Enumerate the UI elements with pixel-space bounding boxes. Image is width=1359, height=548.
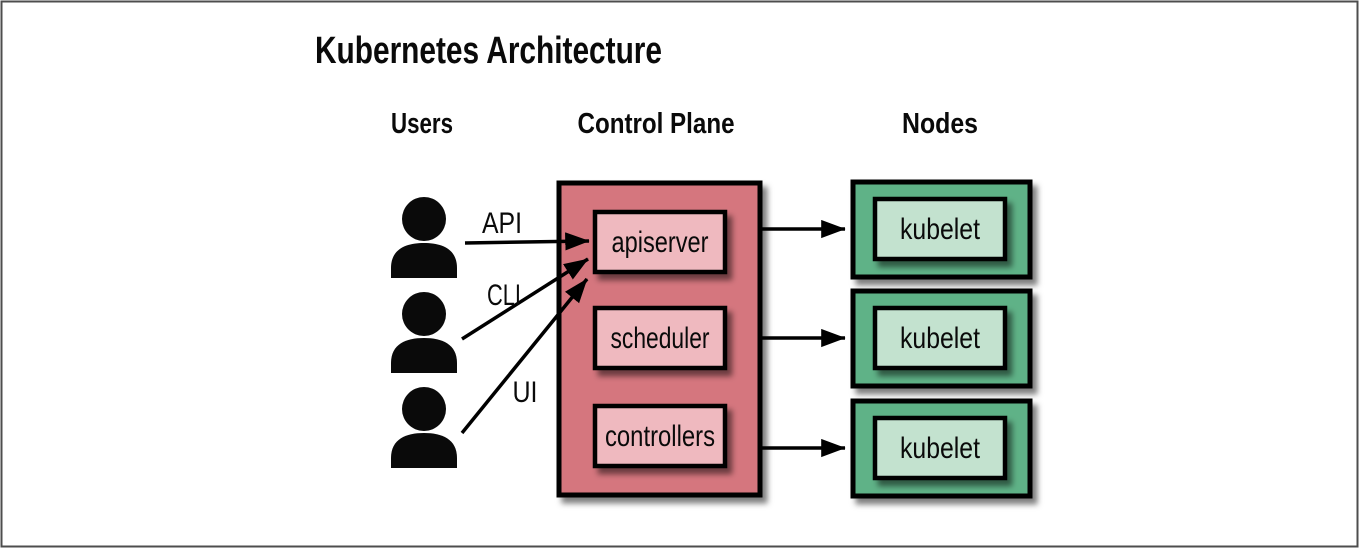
- user-head-icon: [402, 197, 446, 241]
- controllers-label: controllers: [605, 420, 715, 453]
- user-icon-3: [391, 387, 457, 468]
- user-body-icon: [391, 338, 457, 373]
- column-header-users: Users: [391, 108, 453, 140]
- diagram-title: Kubernetes Architecture: [315, 30, 662, 72]
- ui-arrow-line: [460, 277, 589, 435]
- apiserver-label: apiserver: [612, 226, 709, 259]
- user-icon-2: [391, 292, 457, 373]
- api-arrow-label: API: [482, 207, 522, 240]
- kubelet-label-3: kubelet: [900, 432, 981, 465]
- column-header-control-plane: Control Plane: [578, 108, 735, 140]
- controllers-box: [592, 403, 728, 469]
- user-head-icon: [402, 292, 446, 336]
- user-body-icon: [391, 433, 457, 468]
- user-body-icon: [391, 243, 457, 278]
- kubelet-box-2: [872, 305, 1008, 371]
- controllers-component: controllers: [592, 403, 728, 469]
- cli-arrow-label: CLI: [487, 279, 521, 312]
- ui-arrow-label: UI: [513, 376, 538, 409]
- user-icon-1: [391, 197, 457, 278]
- kubelet-box-3: [872, 415, 1008, 481]
- cli-arrow: CLI: [461, 257, 589, 341]
- kubelet-label-1: kubelet: [900, 213, 981, 246]
- scheduler-label: scheduler: [611, 322, 710, 355]
- node-2: kubelet: [850, 288, 1033, 389]
- apiserver-component: apiserver: [592, 209, 728, 275]
- apiserver-box: [592, 209, 728, 275]
- scheduler-box: [592, 305, 728, 371]
- kubelet-box-1: [872, 196, 1008, 262]
- api-arrow: API: [464, 207, 590, 251]
- column-header-nodes: Nodes: [902, 108, 978, 140]
- api-arrow-line: [464, 232, 590, 251]
- kubelet-label-2: kubelet: [900, 322, 981, 355]
- cli-arrow-line: [461, 257, 589, 341]
- user-head-icon: [402, 387, 446, 431]
- node-1: kubelet: [850, 179, 1033, 280]
- node-3: kubelet: [850, 398, 1033, 499]
- scheduler-component: scheduler: [592, 305, 728, 371]
- ui-arrow: UI: [460, 277, 589, 435]
